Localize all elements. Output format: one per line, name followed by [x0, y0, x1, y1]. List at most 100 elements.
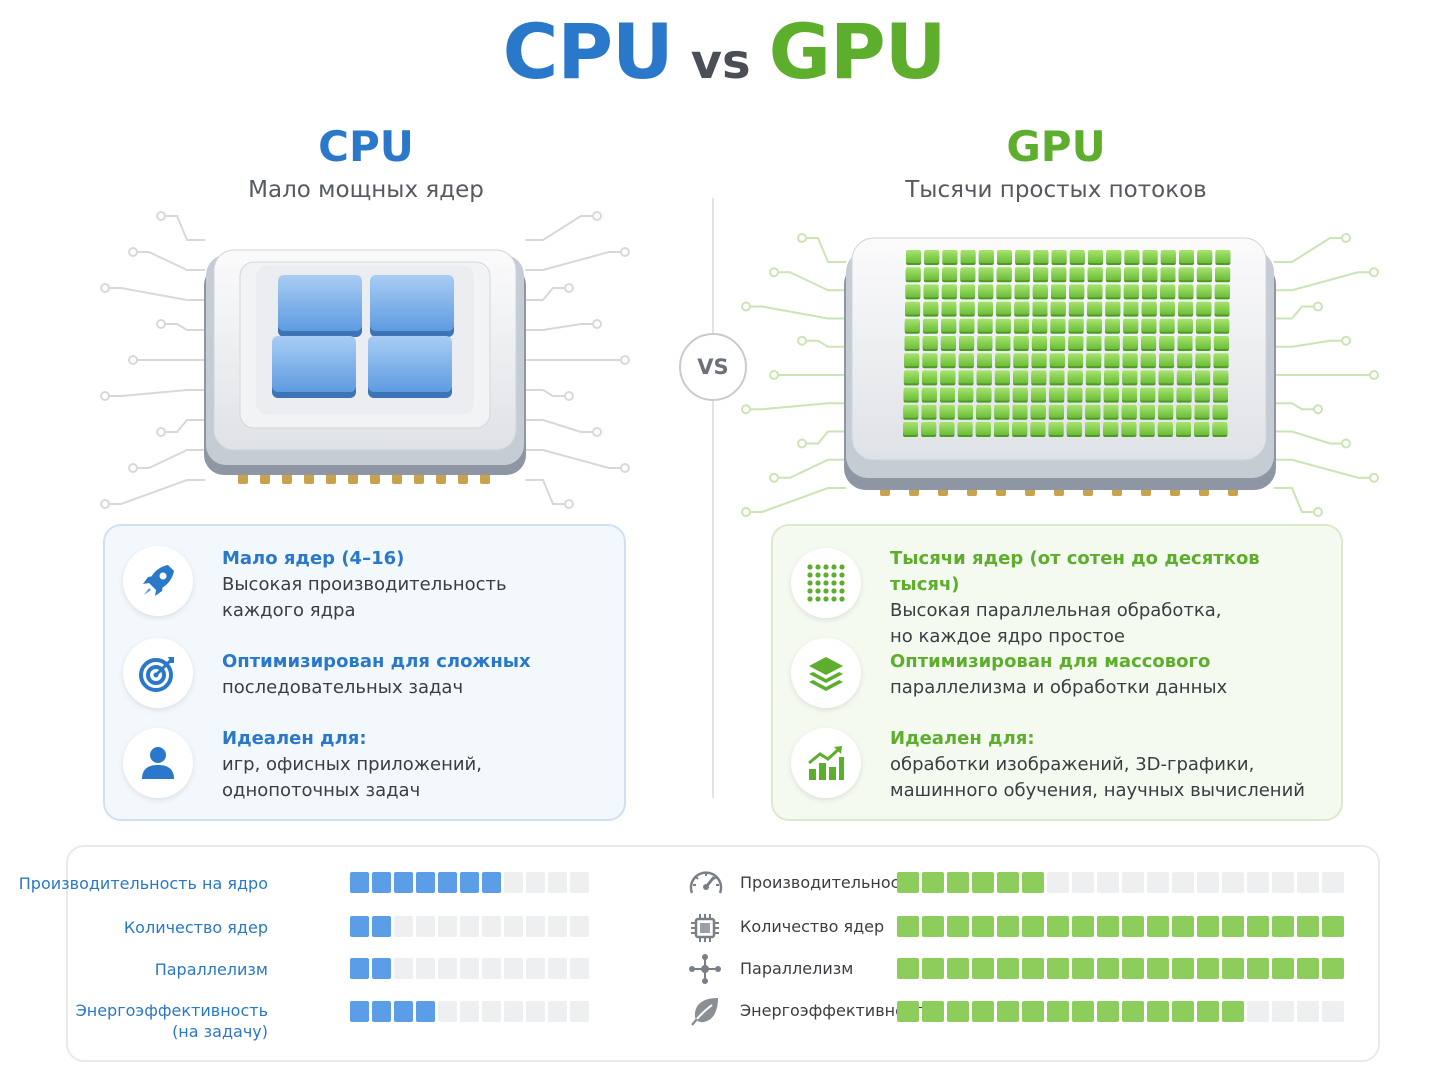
cpu-core	[368, 336, 452, 392]
bar-segment-filled	[1122, 916, 1144, 937]
bar-segment-empty	[482, 916, 501, 937]
bar-segment-filled	[1122, 1001, 1144, 1022]
bar-segment-filled	[1197, 1001, 1219, 1022]
cpu-feature-text: Высокая производительность	[222, 574, 507, 595]
bar-segment-empty	[460, 916, 479, 937]
gpu-feature-heading: Тысячи ядер (от сотен до десятков тысяч)	[890, 548, 1260, 595]
bar-segment-filled	[897, 872, 919, 893]
gpu-feature-text: обработки изображений, 3D-графики,	[890, 754, 1255, 775]
cpu-heading: CPU	[318, 122, 414, 171]
bar-segment-empty	[482, 958, 501, 979]
bar-segment-filled	[897, 916, 919, 937]
bar-segment-filled	[416, 872, 435, 893]
title-vs: vs	[690, 34, 751, 90]
bar-segment-filled	[394, 872, 413, 893]
gpu-metric-bar	[897, 916, 1344, 937]
gpu-metric-label: Энергоэффективность	[740, 1001, 933, 1020]
bar-segment-filled	[972, 872, 994, 893]
bar-segment-empty	[548, 958, 567, 979]
bar-segment-filled	[947, 872, 969, 893]
bar-segment-empty	[526, 1001, 545, 1022]
gpu-metric-bar	[897, 872, 1344, 893]
bar-segment-filled	[1222, 958, 1244, 979]
cpu-feature-heading: Идеален для:	[222, 728, 367, 749]
bar-segment-empty	[504, 958, 523, 979]
bar-segment-empty	[416, 916, 435, 937]
bar-segment-filled	[1022, 958, 1044, 979]
gpu-metric-label: Производительность	[740, 873, 919, 892]
bar-segment-filled	[1047, 1001, 1069, 1022]
bar-segment-empty	[570, 1001, 589, 1022]
cpu-feature-heading: Оптимизирован для сложных	[222, 651, 531, 672]
bar-segment-filled	[922, 1001, 944, 1022]
bar-segment-filled	[350, 916, 369, 937]
cpu-metric-label-note: (на задачу)	[172, 1022, 268, 1041]
bar-segment-filled	[1197, 916, 1219, 937]
bar-segment-filled	[438, 872, 457, 893]
gpu-metric-label: Количество ядер	[740, 917, 885, 936]
cpu-metric-bar	[350, 916, 589, 937]
cpu-core	[272, 336, 356, 392]
bar-segment-empty	[1247, 872, 1269, 893]
bar-segment-empty	[394, 916, 413, 937]
cpu-metric-bar	[350, 1001, 589, 1022]
bar-segment-filled	[997, 958, 1019, 979]
network-icon	[688, 953, 722, 989]
bar-segment-filled	[1222, 1001, 1244, 1022]
bar-segment-filled	[416, 1001, 435, 1022]
cpu-chip-illustration	[100, 211, 630, 509]
cpu-metric-bar	[350, 958, 589, 979]
bar-segment-filled	[1272, 916, 1294, 937]
bar-segment-filled	[922, 916, 944, 937]
leaf-icon	[688, 995, 722, 1031]
gpu-metric-label: Параллелизм	[740, 959, 854, 978]
bar-segment-empty	[1122, 872, 1144, 893]
bar-segment-filled	[897, 1001, 919, 1022]
chart-growth-icon	[791, 728, 861, 798]
bar-segment-filled	[922, 958, 944, 979]
bar-segment-empty	[1322, 1001, 1344, 1022]
bar-segment-empty	[1147, 872, 1169, 893]
bar-segment-filled	[1097, 1001, 1119, 1022]
bar-segment-filled	[1072, 958, 1094, 979]
bar-segment-empty	[1222, 872, 1244, 893]
bar-segment-empty	[416, 958, 435, 979]
gpu-heading: GPU	[1006, 122, 1106, 171]
bar-segment-filled	[372, 916, 391, 937]
bar-segment-filled	[1097, 958, 1119, 979]
bar-segment-empty	[548, 872, 567, 893]
gpu-feature-text: но каждое ядро простое	[890, 626, 1125, 647]
bar-segment-empty	[526, 958, 545, 979]
bar-segment-filled	[972, 958, 994, 979]
bar-segment-empty	[1322, 872, 1344, 893]
bar-segment-filled	[1047, 958, 1069, 979]
bar-segment-filled	[1172, 1001, 1194, 1022]
gpu-feature-heading: Идеален для:	[890, 728, 1035, 749]
bar-segment-filled	[972, 916, 994, 937]
cpu-metric-label: Производительность на ядро	[18, 874, 268, 893]
bar-segment-filled	[1022, 872, 1044, 893]
bar-segment-filled	[482, 872, 501, 893]
bar-segment-empty	[482, 1001, 501, 1022]
gpu-feature-text: машинного обучения, научных вычислений	[890, 780, 1305, 801]
bar-segment-filled	[372, 872, 391, 893]
bar-segment-empty	[438, 916, 457, 937]
gpu-feature-heading: Оптимизирован для массового	[890, 651, 1211, 672]
bar-segment-filled	[947, 958, 969, 979]
cpu-core	[278, 275, 362, 331]
bar-segment-empty	[548, 1001, 567, 1022]
bar-segment-empty	[548, 916, 567, 937]
cpu-metric-label: Параллелизм	[154, 960, 268, 979]
bar-segment-filled	[350, 1001, 369, 1022]
title-cpu: CPU	[502, 7, 674, 96]
cpu-core	[370, 275, 454, 331]
bar-segment-filled	[1322, 958, 1344, 979]
bar-segment-empty	[1047, 872, 1069, 893]
bar-segment-filled	[1147, 1001, 1169, 1022]
cpu-metric-label: Энергоэффективность	[75, 1001, 268, 1020]
bar-segment-filled	[897, 958, 919, 979]
bar-segment-filled	[1147, 958, 1169, 979]
cpu-feature-heading: Мало ядер (4–16)	[222, 548, 405, 569]
bar-segment-filled	[947, 1001, 969, 1022]
